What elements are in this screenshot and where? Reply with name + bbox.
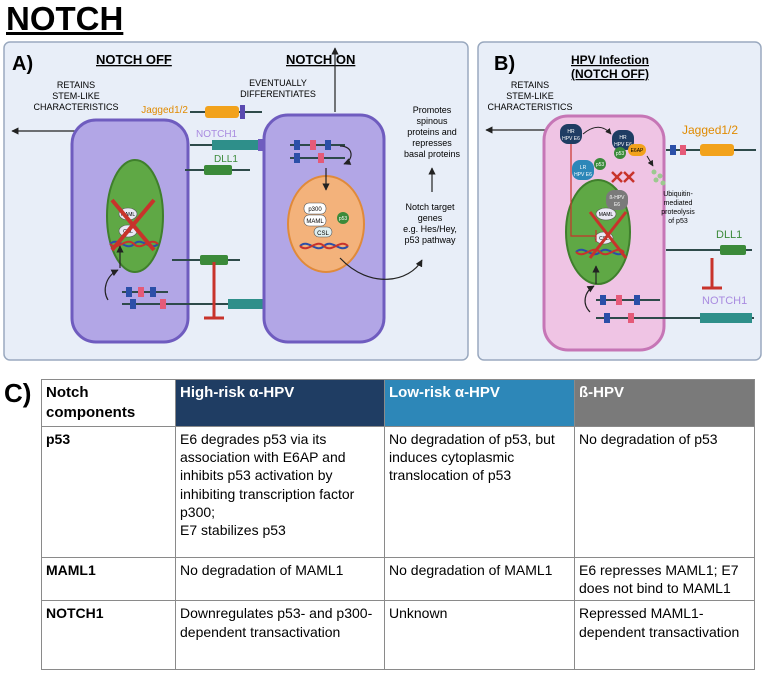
diagram-label: p53 [616,151,625,157]
lr-e6-protein [572,160,594,180]
figure-title: NOTCH [6,0,124,37]
maml-label-b: MAML [599,212,614,218]
ubiq-text-3: proteolysis [661,209,695,216]
notch-on-nucleus [287,175,365,273]
jagged-ligand [205,106,239,118]
ubiq-text-4: of p53 [668,218,688,225]
retains-text-a-1: RETAINS [57,80,95,90]
retains-text-b-3: CHARACTERISTICS [487,102,572,112]
row-maml1-name: MAML1 [41,556,176,602]
table-header-row: Notch components High-risk α-HPV Low-ris… [41,379,755,427]
diagram-label: HPV E6 [614,142,632,148]
promotes-text-1: Promotes [413,105,452,115]
row-maml1-high: No degradation of MAML1 [175,556,385,602]
panel-b-label: B) [494,53,515,75]
target-text-3: e.g. Hes/Hey, [403,224,457,234]
diagram-label: HPV E6 [562,136,580,142]
jagged-label-b: Jagged1/2 [682,123,738,137]
csl-label-on: CSL [317,231,329,237]
retains-text-a-3: CHARACTERISTICS [33,102,118,112]
dll1-label-b: DLL1 [716,229,742,241]
header-notch-components: Notch components [41,379,176,427]
table-row: NOTCH1 Downregulates p53- and p300- depe… [41,600,755,671]
notch-comparison-table: Notch components High-risk α-HPV Low-ris… [41,379,755,671]
diagram-label: E6 [614,202,620,208]
row-p53-name: p53 [41,426,176,558]
hr-e6-protein [560,124,582,144]
retains-text-b-1: RETAINS [511,80,549,90]
eventually-text-2: DIFFERENTIATES [240,89,316,99]
dll1-label-a: DLL1 [214,154,238,165]
dll1-ligand-a [204,165,232,175]
diagram-label: HR [619,135,627,141]
jagged-ligand-b [700,144,734,156]
p53-label-on: p53 [339,216,348,222]
header-low-risk: Low-risk α-HPV [384,379,575,427]
diagram-label: HR [567,129,575,135]
panel-c-label: C) [4,378,32,408]
retains-text-a-2: STEM-LIKE [52,91,100,101]
row-p53-high: E6 degrades p53 via its association with… [175,426,385,558]
row-notch1-high: Downregulates p53- and p300- dependent t… [175,600,385,671]
diagram-label: LR [580,165,587,171]
p300-label-on: p300 [308,207,322,213]
promotes-text-2: spinous [416,116,448,126]
maml-label-on: MAML [306,219,324,225]
row-notch1-low: Unknown [384,600,575,671]
target-text-2: genes [418,213,443,223]
diagram-label: ß-HPV [610,195,626,201]
notch1-receptor-a [212,140,258,150]
hr-e6-complex [612,130,634,150]
target-text-1: Notch target [405,202,455,212]
notch-off-title: NOTCH OFF [96,52,172,67]
row-maml1-low: No degradation of MAML1 [384,556,575,602]
promotes-text-3: proteins and [407,127,457,137]
table-row: p53 E6 degrades p53 via its association … [41,426,755,558]
jagged-label-a: Jagged1/2 [141,105,188,116]
row-p53-beta: No degradation of p53 [574,426,755,558]
diagram-label: p53 [596,162,605,168]
notch1-label-b: NOTCH1 [702,295,747,307]
beta-e6-protein [606,190,628,210]
notch-on-title: NOTCH ON [286,52,355,67]
dll1-ligand-b [720,245,746,255]
hpv-title-2: (NOTCH OFF) [571,67,649,81]
eventually-text-1: EVENTUALLY [249,78,307,88]
panel-a-label: A) [12,53,33,75]
row-notch1-name: NOTCH1 [41,600,176,671]
table-row: MAML1 No degradation of MAML1 No degrada… [41,556,755,602]
notch1-label-a: NOTCH1 [196,129,238,140]
e6ap-label: E6AP [631,148,644,154]
notch1-receptor-b [700,313,752,323]
header-beta: ß-HPV [574,379,755,427]
ubiq-text-1: Ubiquitin- [663,191,693,198]
diagram-label: HPV E6 [574,172,592,178]
e6ap-protein [628,144,646,156]
retains-text-b-2: STEM-LIKE [506,91,554,101]
red-x-off-2 [110,198,156,252]
target-text-4: p53 pathway [404,235,456,245]
ubiq-text-2: mediated [664,200,693,207]
header-high-risk: High-risk α-HPV [175,379,385,427]
promotes-text-4: represses [412,138,452,148]
row-p53-low: No degradation of p53, but induces cytop… [384,426,575,558]
maml-label-off: MAML [121,212,136,218]
row-maml1-beta: E6 represses MAML1; E7 does not bind to … [574,556,755,602]
hpv-title-1: HPV Infection [571,53,649,67]
promotes-text-5: basal proteins [404,149,461,159]
notch-diagram: A) NOTCH OFF NOTCH ON RETAINS STEM-LIKE … [3,41,762,361]
notch1-receptor-off [228,299,268,309]
row-notch1-beta: Repressed MAML1-dependent transactivatio… [574,600,755,671]
